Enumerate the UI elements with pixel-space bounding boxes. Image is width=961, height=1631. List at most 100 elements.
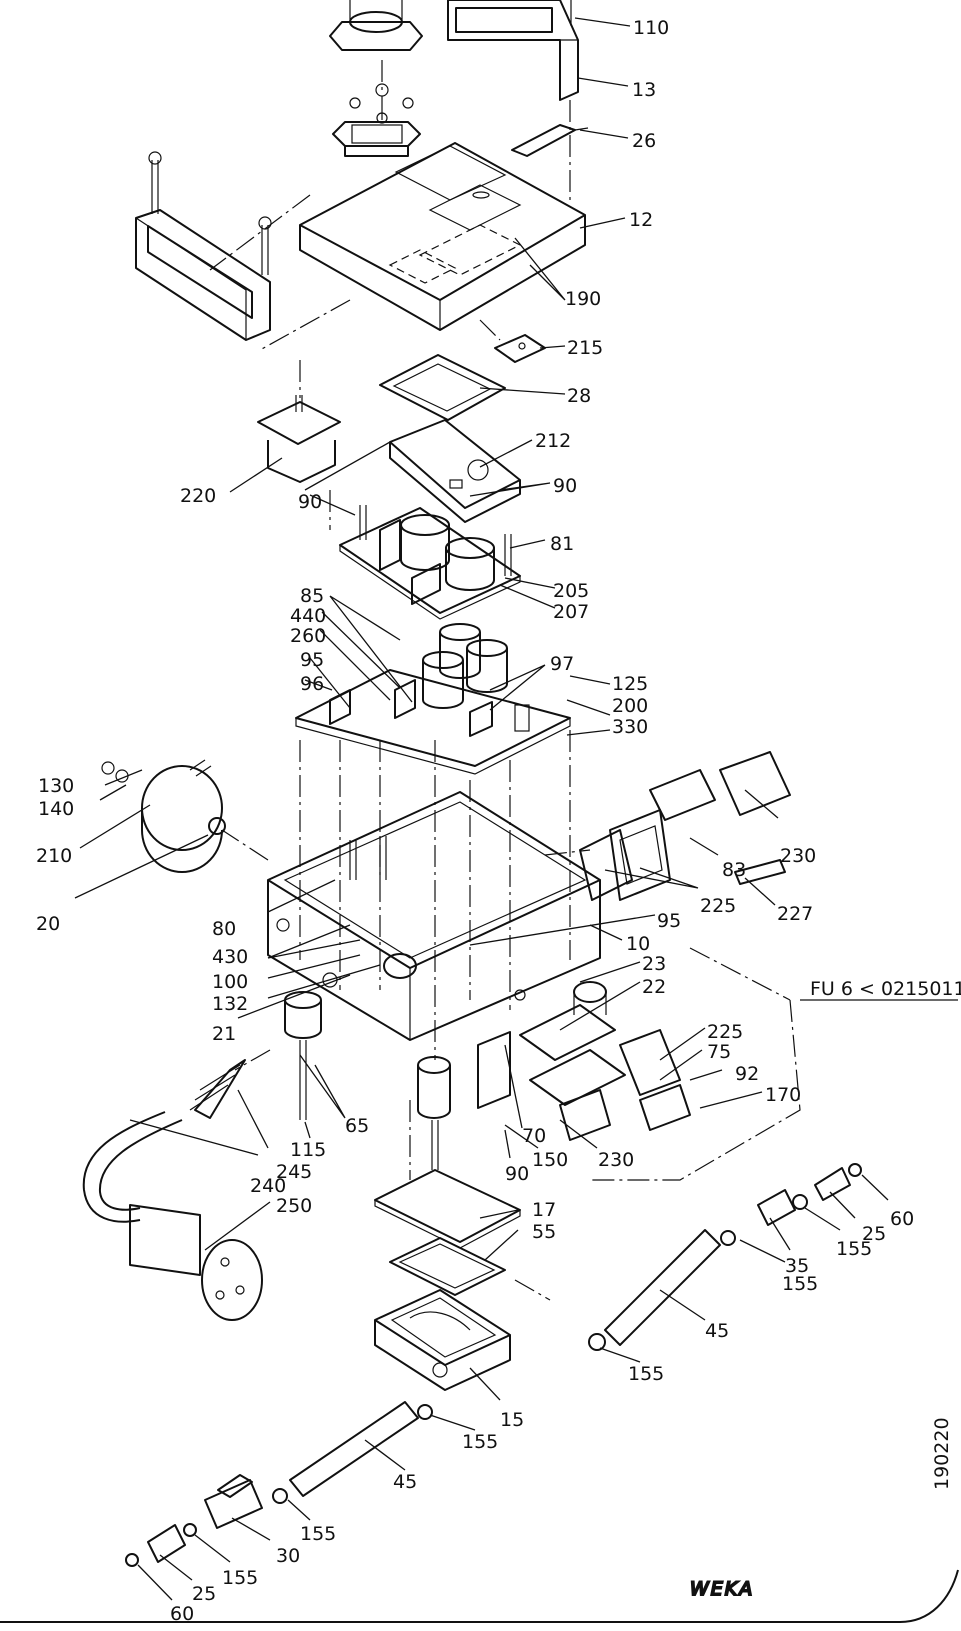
label-13: 13 bbox=[632, 79, 656, 101]
label-260: 260 bbox=[290, 625, 326, 647]
display-pcb bbox=[389, 419, 521, 523]
leader-lines bbox=[74, 17, 889, 1601]
label-28: 28 bbox=[567, 385, 591, 407]
label-21: 21 bbox=[212, 1023, 236, 1045]
label-90-c: 90 bbox=[505, 1163, 529, 1185]
label-155-b: 155 bbox=[782, 1273, 818, 1295]
part-labels: 110 13 26 12 190 215 28 212 90 90 220 81… bbox=[36, 17, 914, 1625]
label-60-b: 60 bbox=[170, 1603, 194, 1625]
drawing-number: 190220 bbox=[931, 1417, 953, 1490]
top-cable-gland bbox=[329, 0, 423, 51]
label-210: 210 bbox=[36, 845, 72, 867]
label-45-b: 45 bbox=[393, 1471, 417, 1493]
weka-logo: WEKA bbox=[689, 1577, 754, 1601]
label-132: 132 bbox=[212, 993, 248, 1015]
label-230-a: 230 bbox=[780, 845, 816, 867]
label-26: 26 bbox=[632, 130, 656, 152]
label-220: 220 bbox=[180, 485, 216, 507]
switch-plate bbox=[332, 83, 421, 157]
label-23: 23 bbox=[642, 953, 666, 975]
label-225-b: 225 bbox=[707, 1021, 743, 1043]
label-30: 30 bbox=[276, 1545, 300, 1567]
label-225-a: 225 bbox=[700, 895, 736, 917]
label-83: 83 bbox=[722, 859, 746, 881]
assembly-axes bbox=[209, 60, 801, 1301]
label-130: 130 bbox=[38, 775, 74, 797]
label-200: 200 bbox=[612, 695, 648, 717]
label-240: 240 bbox=[250, 1175, 286, 1197]
power-pcb bbox=[339, 505, 521, 620]
label-20: 20 bbox=[36, 913, 60, 935]
label-75: 75 bbox=[707, 1041, 731, 1063]
label-25-b: 25 bbox=[192, 1583, 216, 1605]
label-17: 17 bbox=[532, 1199, 556, 1221]
label-97: 97 bbox=[550, 653, 574, 675]
label-45-a: 45 bbox=[705, 1320, 729, 1342]
connector-mount-lower bbox=[477, 981, 691, 1141]
main-pcb bbox=[295, 623, 571, 775]
bracket-215 bbox=[494, 334, 546, 363]
label-80: 80 bbox=[212, 918, 236, 940]
label-155-f: 155 bbox=[222, 1567, 258, 1589]
label-155-c: 155 bbox=[628, 1363, 664, 1385]
cylinder-part-210 bbox=[101, 759, 226, 873]
label-90-b: 90 bbox=[553, 475, 577, 497]
label-212: 212 bbox=[535, 430, 571, 452]
label-430: 430 bbox=[212, 946, 248, 968]
label-230-b: 230 bbox=[598, 1149, 634, 1171]
label-440: 440 bbox=[290, 605, 326, 627]
label-81: 81 bbox=[550, 533, 574, 555]
handle-left bbox=[135, 151, 272, 341]
label-92: 92 bbox=[735, 1063, 759, 1085]
label-85: 85 bbox=[300, 585, 324, 607]
label-115: 115 bbox=[290, 1139, 326, 1161]
label-15: 15 bbox=[500, 1409, 524, 1431]
label-100: 100 bbox=[212, 971, 248, 993]
frame-border bbox=[0, 1569, 959, 1623]
label-10: 10 bbox=[626, 933, 650, 955]
reference-note: FU 6 < 0215011 bbox=[800, 978, 961, 1001]
power-cable bbox=[82, 1059, 263, 1321]
label-245: 245 bbox=[276, 1161, 312, 1183]
label-155-e: 155 bbox=[300, 1523, 336, 1545]
manifold-block bbox=[374, 1289, 511, 1391]
hose-right bbox=[588, 1163, 862, 1351]
handle-right bbox=[447, 0, 579, 101]
label-140: 140 bbox=[38, 798, 74, 820]
label-150: 150 bbox=[532, 1149, 568, 1171]
label-65: 65 bbox=[345, 1115, 369, 1137]
label-227: 227 bbox=[777, 903, 813, 925]
label-55: 55 bbox=[532, 1221, 556, 1243]
enclosure-lid bbox=[299, 142, 586, 331]
main-enclosure bbox=[267, 791, 601, 1041]
label-170: 170 bbox=[765, 1084, 801, 1106]
gasket-window bbox=[379, 354, 506, 421]
transformer bbox=[257, 395, 341, 483]
label-60-a: 60 bbox=[890, 1208, 914, 1230]
label-35: 35 bbox=[785, 1255, 809, 1277]
label-25-a: 25 bbox=[862, 1223, 886, 1245]
label-95-b: 95 bbox=[657, 910, 681, 932]
label-95-a: 95 bbox=[300, 649, 324, 671]
bottom-gaskets bbox=[374, 1169, 521, 1296]
label-205: 205 bbox=[553, 580, 589, 602]
label-22: 22 bbox=[642, 976, 666, 998]
reference-note-text: FU 6 < 0215011 bbox=[810, 978, 961, 1000]
label-12: 12 bbox=[629, 209, 653, 231]
label-70: 70 bbox=[522, 1125, 546, 1147]
keypad-strip bbox=[511, 124, 589, 157]
label-215: 215 bbox=[567, 337, 603, 359]
connector-mount-upper bbox=[579, 751, 791, 901]
label-190: 190 bbox=[565, 288, 601, 310]
label-90-a: 90 bbox=[298, 491, 322, 513]
label-155-d: 155 bbox=[462, 1431, 498, 1453]
label-155-a: 155 bbox=[836, 1238, 872, 1260]
hose-left bbox=[125, 1401, 433, 1567]
label-125: 125 bbox=[612, 673, 648, 695]
label-330: 330 bbox=[612, 716, 648, 738]
logo-text: WEKA bbox=[690, 1578, 754, 1600]
label-110: 110 bbox=[633, 17, 669, 39]
label-250: 250 bbox=[276, 1195, 312, 1217]
label-96: 96 bbox=[300, 673, 324, 695]
